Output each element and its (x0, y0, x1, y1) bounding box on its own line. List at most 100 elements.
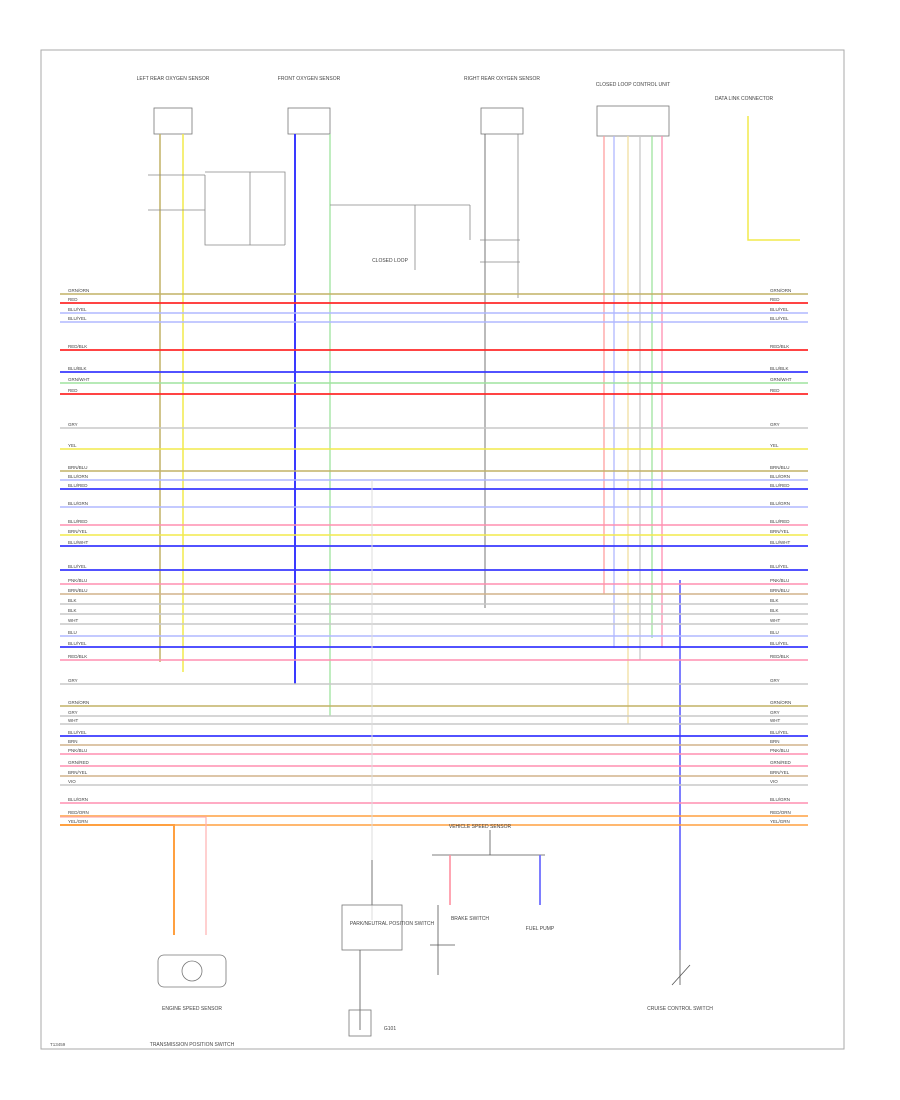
bus-wire-left-label: BLU/YEL (68, 307, 87, 312)
bus-wire-left-label: BLU/ORN (68, 474, 88, 479)
bus-wire-left-label: BRN (68, 739, 78, 744)
bus-wire-right-label: RED/BLK (770, 654, 789, 659)
bus-wire-right-label: BLK (770, 598, 779, 603)
bus-wire-left-label: BLU/RED (68, 519, 88, 524)
connector-front-o2: FRONT OXYGEN SENSOR (278, 76, 341, 135)
connector-data-link: DATA LINK CONNECTOR (715, 96, 774, 102)
bus-wire-right-label: RED (770, 297, 780, 302)
wire-drop (747, 116, 800, 241)
connector-right-rear-o2: RIGHT REAR OXYGEN SENSOR (464, 76, 540, 135)
connector-label: FRONT OXYGEN SENSOR (278, 76, 341, 82)
bus-wire-left-label: BLU/YEL (68, 564, 87, 569)
bus-wire-left-label: GRY (68, 710, 78, 715)
bus-wire-right-label: GRN/WHT (770, 377, 792, 382)
bus-wire-left-label: RED/BLK (68, 654, 87, 659)
connector-label: CLOSED LOOP CONTROL UNIT (596, 82, 670, 88)
bus-wire-right-label: RED/ORN (770, 810, 791, 815)
bus-wire-left-label: GRN/ORN (68, 288, 89, 293)
bus-wire-right-label: VIO (770, 779, 778, 784)
bus-wire-right-label: BLU/ORN (770, 474, 790, 479)
bus-wire-right-label: PNK/BLU (770, 578, 789, 583)
park-neutral-label: PARK/NEUTRAL POSITION SWITCH (350, 921, 435, 927)
connector-control-unit: CLOSED LOOP CONTROL UNIT (596, 82, 670, 137)
bus-wire-left-label: GRN/ORN (68, 700, 89, 705)
speed-sensor-label: VEHICLE SPEED SENSOR (449, 824, 512, 830)
transmission-position-label: TRANSMISSION POSITION SWITCH (150, 1042, 235, 1048)
bus-wire-right-label: BRN/BLU (770, 465, 790, 470)
bus-wire-right-label: BLU/GRN (770, 797, 790, 802)
bus-wire-right-label: BLU/YEL (770, 316, 789, 321)
bus-wire-right-label: BLU/BLK (770, 366, 789, 371)
bus-wire-left-label: BLU/YEL (68, 641, 87, 646)
bus-wire-left-label: GRN/RED (68, 760, 90, 765)
bus-wire-right-label: GRN/ORN (770, 700, 791, 705)
splice-area (148, 171, 520, 270)
bus-wire-right-label: BLU (770, 630, 779, 635)
engine-speed-sensor: ENGINE SPEED SENSOR TRANSMISSION POSITIO… (60, 816, 235, 1048)
fuel-pump: FUEL PUMP (526, 855, 555, 932)
bus-wire-right-label: BRN/YEL (770, 770, 790, 775)
bus-wire-left-label: BLU/WHT (68, 540, 89, 545)
bus-wire-right-label: YEL (770, 443, 779, 448)
bus-wire-right-label: BLU/YEL (770, 307, 789, 312)
connector-label: LEFT REAR OXYGEN SENSOR (137, 76, 210, 82)
brake-switch: BRAKE SWITCH VEHICLE SPEED SENSOR (430, 824, 545, 975)
bus-wire-right-label: WHT (770, 718, 780, 723)
bus-wire-right-label: BLU/RED (770, 519, 790, 524)
bus-wire-right-label: GRN/ORN (770, 288, 791, 293)
bus-wire-left-label: BRN/YEL (68, 770, 88, 775)
bus-wire-left-label: BLK (68, 598, 77, 603)
brake-switch-label: BRAKE SWITCH (451, 916, 489, 922)
bus-wire-left-label: RED/BLK (68, 344, 87, 349)
bus-wire-left-label: GRY (68, 422, 78, 427)
bus-wire-right-label: BLU/YEL (770, 641, 789, 646)
bus-wire-right-label: BLU/RED (770, 483, 790, 488)
bus-wire-left-label: BLU/BLK (68, 366, 87, 371)
bus-wire-left-label: BRN/YEL (68, 529, 88, 534)
bus-wire-right-label: PNK/BLU (770, 748, 789, 753)
park-neutral-switch: PARK/NEUTRAL POSITION SWITCH G101 (341, 480, 435, 1037)
bus-wire-right-label: GRY (770, 678, 780, 683)
bus-wire-left-label: BLK (68, 608, 77, 613)
bus-wire-right-label: BLU/GRN (770, 501, 790, 506)
bus-wire-left-label: WHT (68, 718, 78, 723)
bus-wire-left-label: BLU/RED (68, 483, 88, 488)
bus-wire-right-label: WHT (770, 618, 780, 623)
bus-wire-left-label: RED (68, 388, 78, 393)
bus-wire-left-label: WHT (68, 618, 78, 623)
bus-wire-left-label: VIO (68, 779, 76, 784)
bus-wire-right-label: BLK (770, 608, 779, 613)
connector-label: RIGHT REAR OXYGEN SENSOR (464, 76, 540, 82)
bus-wire-right-label: BRN (770, 739, 780, 744)
bus-wire-left-label: RED (68, 297, 78, 302)
page-code: T13459 (50, 1042, 66, 1047)
bus-wire-right-label: GRY (770, 422, 780, 427)
bus-wire-left-label: BLU/GRN (68, 797, 88, 802)
bus-wire-left-label: BRN/BLU (68, 465, 88, 470)
engine-speed-sensor-label: ENGINE SPEED SENSOR (162, 1006, 222, 1012)
bus-wire-right-label: BRN/YEL (770, 529, 790, 534)
bus-wire-right-label: RED (770, 388, 780, 393)
bus-wires: GRN/ORN GRN/ORN RED RED BLU/YEL BLU/YEL BLU/YE… (60, 288, 808, 826)
bus-wire-left-label: GRN/WHT (68, 377, 90, 382)
bus-wire-right-label: BRN/BLU (770, 588, 790, 593)
bus-wire-left-label: BRN/BLU (68, 588, 88, 593)
ground-label: G101 (384, 1026, 396, 1032)
connector-left-rear-o2: LEFT REAR OXYGEN SENSOR (137, 76, 210, 135)
bus-wire-right-label: YEL/GRN (770, 819, 790, 824)
connector-label: DATA LINK CONNECTOR (715, 96, 774, 102)
bus-wire-left-label: BLU/GRN (68, 501, 88, 506)
bus-wire-left-label: RED/ORN (68, 810, 89, 815)
fuel-pump-label: FUEL PUMP (526, 926, 555, 932)
bus-wire-right-label: RED/BLK (770, 344, 789, 349)
bus-wire-right-label: BLU/WHT (770, 540, 791, 545)
bus-wire-left-label: PNK/BLU (68, 748, 87, 753)
bus-wire-right-label: GRN/RED (770, 760, 792, 765)
diagram-frame (40, 49, 845, 1050)
bus-wire-left-label: PNK/BLU (68, 578, 87, 583)
bus-wire-left-label: YEL/GRN (68, 819, 88, 824)
bus-wire-right-label: GRY (770, 710, 780, 715)
bus-wire-left-label: BLU/YEL (68, 316, 87, 321)
sensor-note: CLOSED LOOP (372, 258, 409, 264)
